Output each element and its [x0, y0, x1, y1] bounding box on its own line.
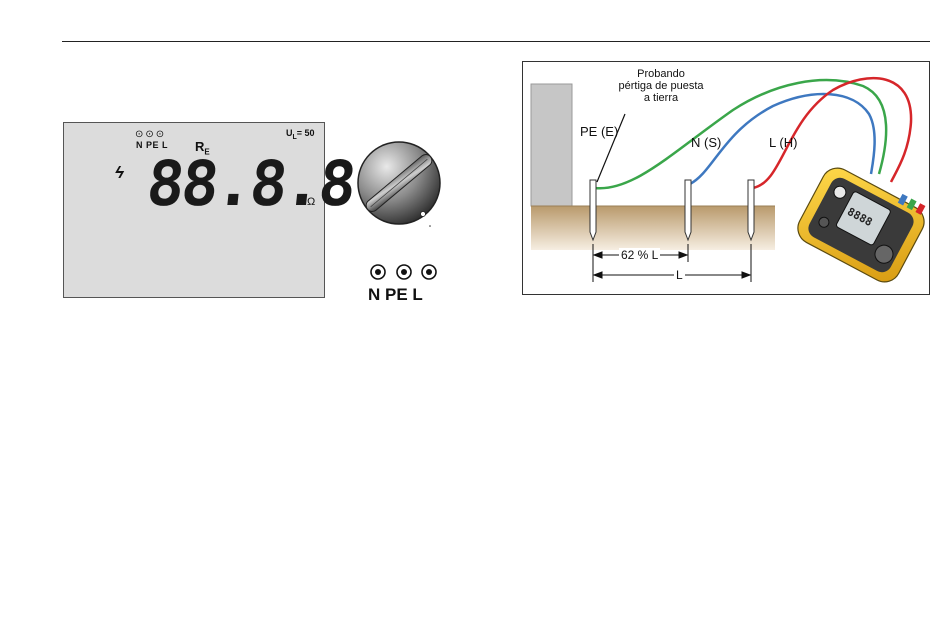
- terminal-jacks-icon: [366, 263, 440, 283]
- lcd-digits: 88.8.8: [144, 153, 356, 215]
- ground-soil: [531, 206, 775, 250]
- earth-test-diagram: 8888 Probando pértiga de puesta a tierra…: [522, 61, 930, 295]
- probe-callout: Probando pértiga de puesta a tierra: [611, 68, 711, 104]
- l-h-label: L (H): [769, 135, 797, 150]
- lcd-display: ⊙⊙⊙ N PE L UL= 50 RE ϟ 88.8.8 Ω: [63, 122, 325, 298]
- rotary-knob-icon: [356, 140, 442, 230]
- pe-e-label: PE (E): [580, 124, 618, 139]
- header-rule: [62, 41, 930, 42]
- terminal-labels: N PE L: [368, 285, 423, 305]
- n-s-label: N (S): [691, 135, 721, 150]
- hazard-bolt-icon: ϟ: [115, 163, 124, 183]
- building-wall: [531, 84, 572, 206]
- terminal-indicator-icons: ⊙⊙⊙: [135, 129, 166, 140]
- diagram-artwork: 8888: [523, 62, 930, 295]
- ul-limit-indicator: UL= 50: [286, 128, 315, 141]
- dim-62-percent-label: 62 % L: [619, 248, 660, 262]
- tester-device: 8888: [792, 157, 930, 287]
- dim-l-label: L: [674, 268, 685, 282]
- ohm-unit: Ω: [307, 196, 315, 208]
